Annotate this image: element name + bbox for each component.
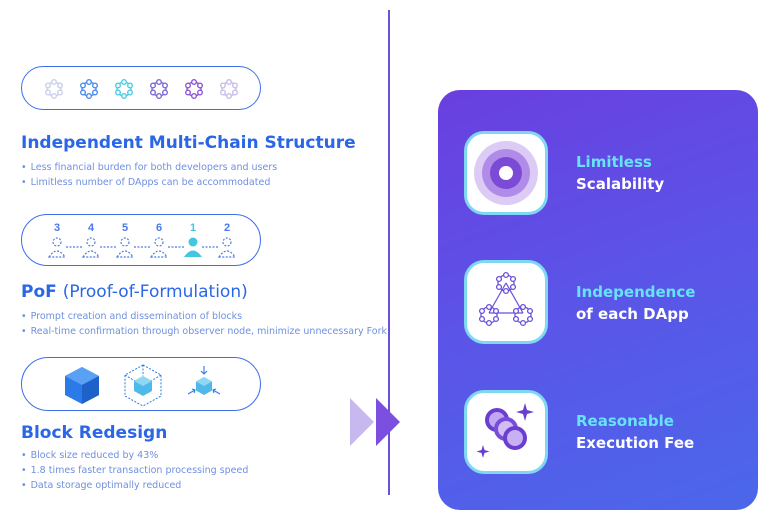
bullet-item: Data storage optimally reduced: [21, 478, 248, 493]
pof-nodes-icon: 3 4 5 6 1 2: [47, 222, 237, 258]
node-number: 3: [54, 222, 60, 234]
feature-icon-box: [464, 390, 548, 474]
section-title-pof: PoF (Proof-of-Formulation): [21, 282, 248, 302]
block-bullets: Block size reduced by 43% 1.8 times fast…: [21, 448, 249, 493]
multichain-bullets: Less financial burden for both developer…: [21, 160, 278, 190]
feature-title-highlight: Limitless: [576, 153, 652, 171]
multichain-rings-icon: [45, 78, 238, 100]
pof-title-bold: PoF: [21, 282, 57, 302]
double-chevron-right-icon: [350, 398, 400, 446]
pof-title-light: (Proof-of-Formulation): [62, 282, 248, 302]
feature-title-highlight: Independence: [576, 283, 696, 301]
node-number: 1: [190, 222, 196, 234]
block-redesign-diagram: [21, 357, 261, 411]
feature-icon-box: [464, 131, 548, 215]
feature-title: of each DApp: [576, 305, 689, 323]
feature-icon-box: [464, 260, 548, 344]
bullet-item: Block size reduced by 43%: [21, 448, 248, 463]
section-title-block: Block Redesign: [21, 423, 168, 443]
bullet-item: Prompt creation and dissemination of blo…: [21, 309, 387, 324]
bullet-item: Real-time confirmation through observer …: [21, 324, 387, 339]
bullet-item: Less financial burden for both developer…: [21, 160, 278, 175]
bullet-item: Limitless number of DApps can be accommo…: [21, 175, 277, 190]
node-number: 2: [224, 222, 230, 234]
multichain-diagram: [21, 66, 261, 110]
node-number: 5: [122, 222, 128, 234]
features-panel: Limitless Scalability Independence of ea…: [438, 90, 758, 510]
node-number: 4: [88, 222, 95, 234]
concentric-circles-icon: [474, 141, 538, 205]
pof-bullets: Prompt creation and dissemination of blo…: [21, 309, 387, 339]
vertical-divider: [388, 10, 390, 495]
node-number: 6: [156, 222, 162, 234]
feature-title: Execution Fee: [576, 434, 695, 452]
feature-title: Scalability: [576, 175, 665, 193]
feature-title-highlight: Reasonable: [576, 412, 674, 430]
pof-node-diagram: 3 4 5 6 1 2: [21, 214, 261, 266]
block-cubes-icon: [65, 364, 221, 407]
network-triangle-icon: [478, 271, 534, 327]
coins-sparkle-icon: [476, 403, 534, 458]
section-title-multichain: Independent Multi-Chain Structure: [21, 133, 356, 153]
bullet-item: 1.8 times faster transaction processing …: [21, 463, 249, 478]
